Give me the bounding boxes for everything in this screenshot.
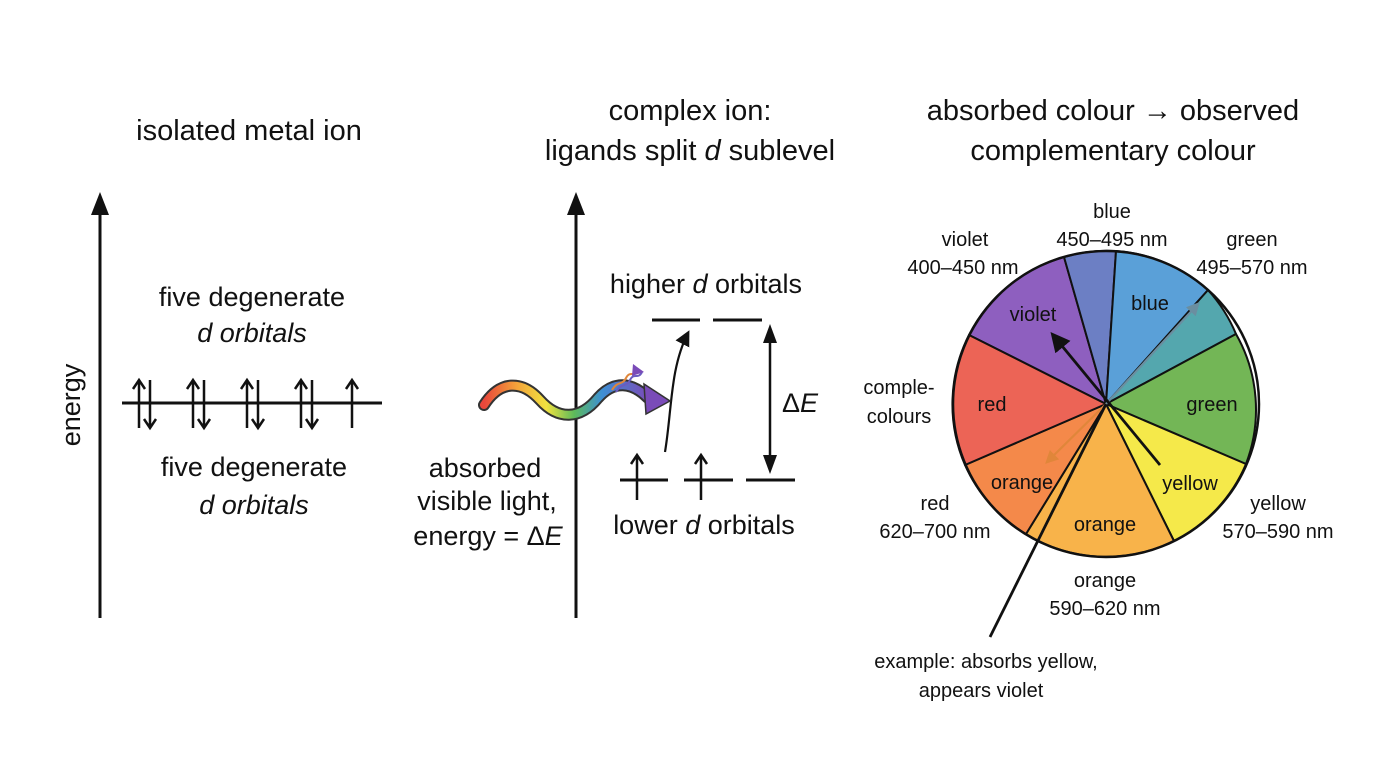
orbital-single-5 <box>344 377 360 428</box>
light-label-3: energy = ΔE <box>413 521 563 551</box>
complement-arrow-blue <box>1105 302 1200 405</box>
excitation-arrow <box>663 330 690 453</box>
outside-blue-range: 450–495 nm <box>1056 229 1167 251</box>
absorbs-yellow-arrow <box>1050 331 1162 466</box>
outside-blue-name: blue <box>1093 201 1131 223</box>
light-label-1: absorbed <box>429 453 542 483</box>
outside-red-name: red <box>921 493 950 515</box>
delta-e-label: ΔE <box>782 388 819 418</box>
energy-axis-1 <box>91 192 109 618</box>
wheel-label-yellow: yellow <box>1162 473 1218 495</box>
degenerate-label-above-1: five degenerate <box>159 282 345 312</box>
degenerate-label-below-2: d orbitals <box>199 490 309 520</box>
degenerate-label-above-2: d orbitals <box>197 318 307 348</box>
panel2-title-line2: ligands split d sublevel <box>545 135 835 167</box>
orbital-paired-2 <box>185 377 212 431</box>
outside-yellow-range: 570–590 nm <box>1222 521 1333 543</box>
wheel-label-violet: violet <box>1010 304 1057 326</box>
complement-arrow-orange <box>1045 403 1107 464</box>
example-caption-line1: example: absorbs yellow, <box>874 651 1097 673</box>
panel2-title-line1: complex ion: <box>609 95 772 127</box>
wheel-label-red: red <box>978 394 1007 416</box>
outside-orange-range: 590–620 nm <box>1049 598 1160 620</box>
energy-axis-label: energy <box>56 363 86 446</box>
wheel-label-green: green <box>1186 394 1237 416</box>
delta-e-arrow <box>763 324 777 474</box>
colour-wheel <box>951 249 1261 559</box>
example-pointer <box>988 403 1108 638</box>
light-label-2: visible light, <box>417 486 557 516</box>
outside-red-range: 620–700 nm <box>879 521 990 543</box>
outside-comple-line2: colours <box>867 406 931 428</box>
outside-orange-name: orange <box>1074 570 1136 592</box>
lower-orbitals-label: lower d orbitals <box>613 510 795 540</box>
panel1-title: isolated metal ion <box>136 115 362 147</box>
degenerate-label-below-1: five degenerate <box>161 452 347 482</box>
outside-green-name: green <box>1226 229 1277 251</box>
orbital-paired-3 <box>239 377 266 431</box>
wheel-label-orange-left: orange <box>991 472 1053 494</box>
outside-yellow-name: yellow <box>1250 493 1306 515</box>
outside-violet-name: violet <box>942 229 989 251</box>
panel3-title-line1: absorbed colour → observed <box>927 95 1299 127</box>
outside-comple-line1: comple- <box>863 377 934 399</box>
wheel-label-orange-bottom: orange <box>1074 514 1136 536</box>
higher-orbitals-label: higher d orbitals <box>610 269 802 299</box>
orbital-paired-4 <box>293 377 320 431</box>
panel3-title-line2: complementary colour <box>970 135 1256 167</box>
degenerate-orbitals <box>122 377 382 431</box>
outside-green-range: 495–570 nm <box>1196 257 1307 279</box>
example-caption-line2: appears violet <box>919 680 1044 702</box>
wheel-label-blue: blue <box>1131 293 1169 315</box>
light-wave <box>478 364 672 421</box>
lower-orbitals <box>620 452 795 500</box>
outside-violet-range: 400–450 nm <box>907 257 1018 279</box>
orbital-paired-1 <box>131 377 158 431</box>
